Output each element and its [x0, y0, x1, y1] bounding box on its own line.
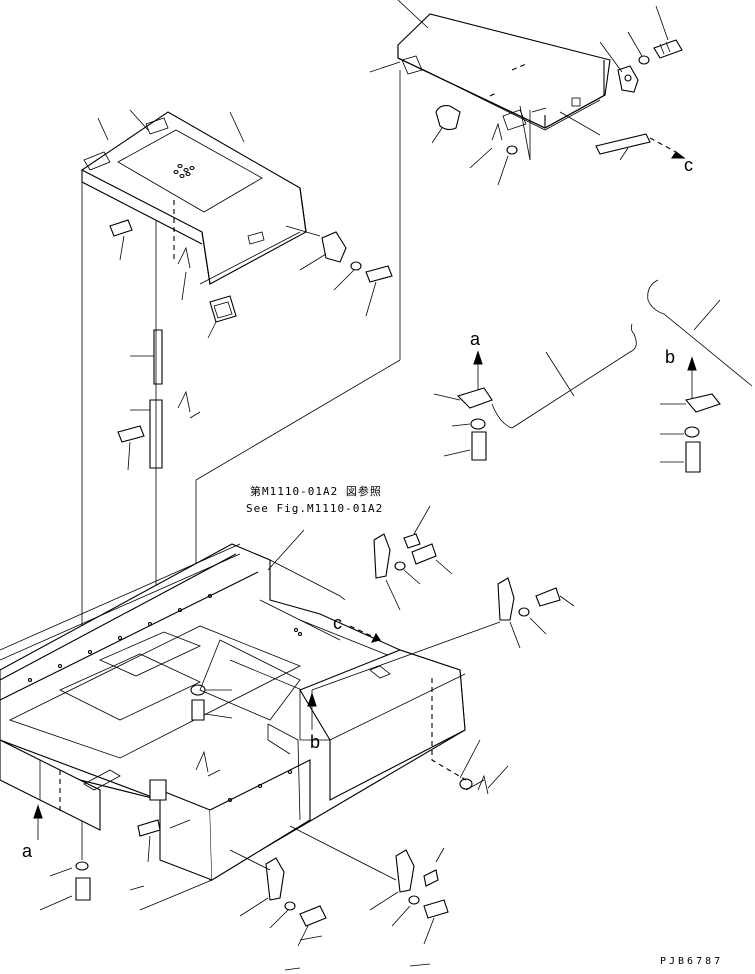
top-right-cover [195, 0, 686, 690]
callout-c-top: c [684, 155, 693, 175]
callout-b-detail: b [665, 347, 676, 367]
detail-a [433, 323, 637, 461]
callout-a-frame: a [22, 841, 33, 861]
callout-b-frame: b [310, 732, 321, 752]
main-frame [0, 505, 575, 971]
callout-c-frame: c [333, 613, 342, 633]
reference-note-jp: 第M1110-01A2 図参照 [250, 485, 382, 498]
reference-note-en: See Fig.M1110-01A2 [246, 502, 384, 515]
drawing-code: PJB6787 [660, 956, 724, 967]
detail-b [647, 279, 753, 473]
callout-a-detail: a [470, 329, 481, 349]
